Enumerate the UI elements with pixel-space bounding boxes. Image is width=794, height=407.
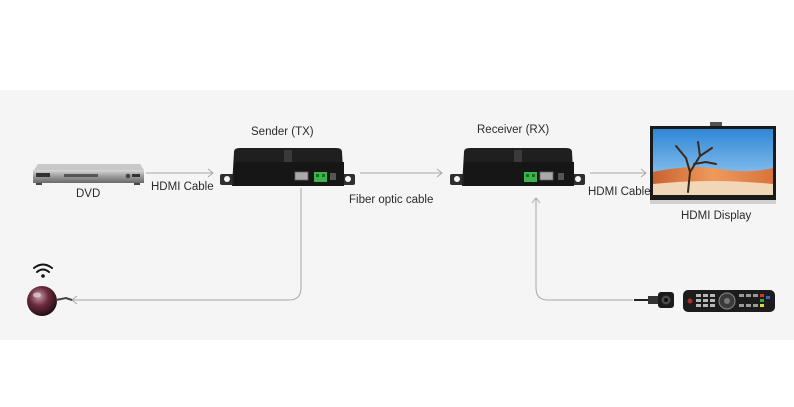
ir-receiver-cable-icon [634, 292, 674, 308]
ir-out-line [72, 188, 302, 301]
dvd-label: DVD [76, 188, 101, 200]
hdmi-cable-label-left: HDMI Cable [151, 181, 214, 193]
wireless-signal-icon [33, 263, 53, 278]
fiber-receiver-box-icon [450, 148, 585, 186]
remote-control-icon [683, 290, 775, 312]
fiber-cable-label: Fiber optic cable [349, 194, 434, 206]
receiver-label: Receiver (RX) [477, 124, 550, 136]
ir-emitter-eye-icon [27, 286, 73, 316]
fiber-sender-box-icon [220, 148, 355, 186]
tv-display-icon [650, 122, 776, 204]
display-label: HDMI Display [681, 210, 752, 222]
dvd-player-icon [33, 164, 144, 185]
hdmi-cable-label-right: HDMI Cable [588, 186, 651, 198]
ir-in-line [535, 198, 633, 301]
sender-label: Sender (TX) [251, 126, 314, 138]
